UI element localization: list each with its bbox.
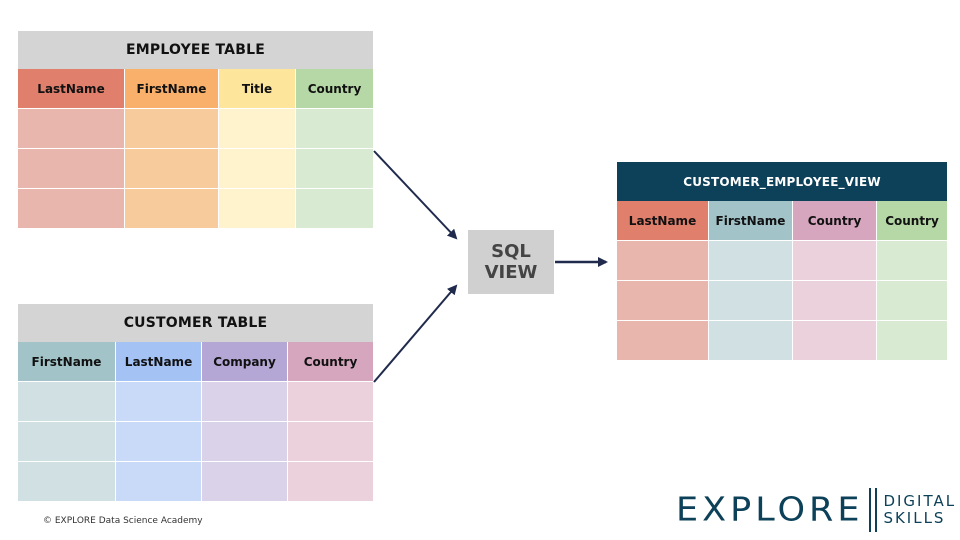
employee-cell [296,109,373,149]
customer-cell [18,462,116,502]
view-header-0: LastName [617,201,709,241]
arrow-customer-to-sql [373,284,458,383]
view-cell [877,241,947,281]
sql-view-line1: SQL [491,241,531,262]
employee-cell [125,149,219,189]
customer-cell [288,382,373,422]
customer-row [18,422,373,462]
view-cell [793,281,877,321]
view-header-2: Country [793,201,877,241]
view-cell [709,281,793,321]
customer-cell [116,462,202,502]
customer-table-title: CUSTOMER TABLE [18,304,373,342]
employee-cell [296,149,373,189]
view-row [617,241,947,281]
view-header-3: Country [877,201,947,241]
view-cell [709,241,793,281]
logo-divider [869,488,872,532]
view-row [617,321,947,361]
customer-row [18,382,373,422]
employee-header-3: Country [296,69,373,109]
employee-cell [219,189,296,229]
view-cell [617,241,709,281]
logo-word: EXPLORE [676,491,864,529]
arrow-employee-to-sql [373,150,458,240]
customer-cell [18,382,116,422]
employee-cell [219,109,296,149]
customer-cell [288,422,373,462]
view-header-1: FirstName [709,201,793,241]
customer-header-2: Company [202,342,288,382]
view-cell [793,241,877,281]
employee-cell [296,189,373,229]
explore-logo: EXPLORE DIGITAL SKILLS [676,486,956,534]
view-cell [877,321,947,361]
view-cell [617,321,709,361]
logo-subtitle: DIGITAL SKILLS [883,493,956,527]
logo-line1: DIGITAL [883,492,957,510]
customer-cell [202,382,288,422]
view-cell [877,281,947,321]
employee-row [18,109,373,149]
view-cell [793,321,877,361]
customer-row [18,462,373,502]
view-cell [709,321,793,361]
employee-table-title: EMPLOYEE TABLE [18,31,373,69]
customer-cell [202,422,288,462]
employee-cell [125,189,219,229]
employee-cell [219,149,296,189]
customer-cell [116,422,202,462]
view-cell [617,281,709,321]
sql-view-line2: VIEW [484,262,538,283]
view-table-title: CUSTOMER_EMPLOYEE_VIEW [617,162,947,201]
copyright-text: © EXPLORE Data Science Academy [43,516,203,526]
customer-header-1: LastName [116,342,202,382]
employee-cell [18,149,125,189]
logo-divider-2 [875,488,878,532]
customer-cell [202,462,288,502]
customer-header-3: Country [288,342,373,382]
employee-cell [125,109,219,149]
employee-header-1: FirstName [125,69,219,109]
employee-header-2: Title [219,69,296,109]
employee-row [18,189,373,229]
employee-cell [18,189,125,229]
logo-line2: SKILLS [883,509,946,527]
customer-header-0: FirstName [18,342,116,382]
employee-row [18,149,373,189]
employee-header-0: LastName [18,69,125,109]
employee-cell [18,109,125,149]
customer-cell [116,382,202,422]
sql-view-box: SQL VIEW [468,230,554,294]
customer-cell [288,462,373,502]
view-row [617,281,947,321]
customer-cell [18,422,116,462]
